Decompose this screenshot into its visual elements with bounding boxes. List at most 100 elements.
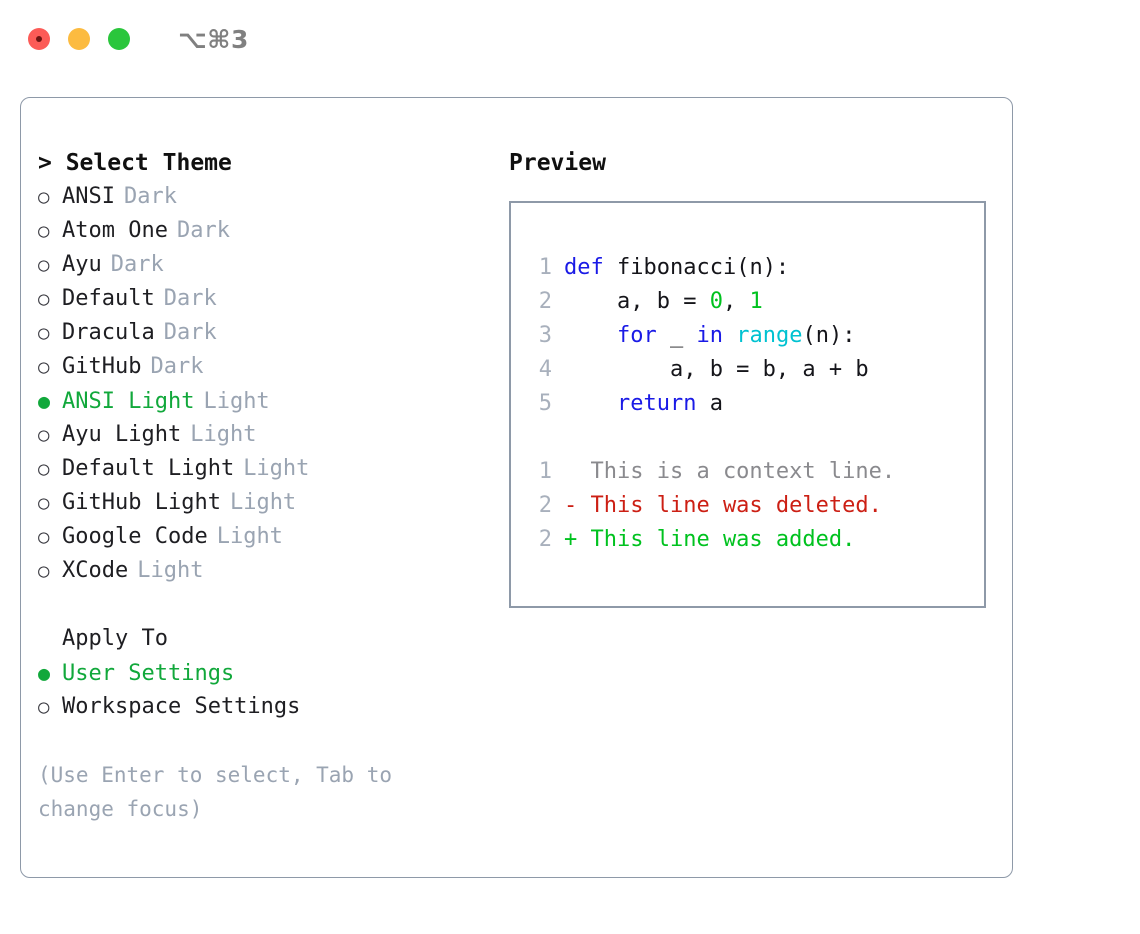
radio-unselected-icon[interactable]: ○ <box>38 254 50 276</box>
theme-option[interactable]: ○ Dracula Dark <box>38 316 488 350</box>
theme-option[interactable]: ○ XCode Light <box>38 554 488 588</box>
list-spacer <box>38 588 488 622</box>
apply-to-list[interactable]: ● User Settings ○Workspace Settings <box>38 656 488 724</box>
radio-unselected-icon[interactable]: ○ <box>38 288 50 310</box>
theme-option-tag: Dark <box>163 286 217 311</box>
diff-line-number: 2 <box>538 493 552 518</box>
code-line-number: 2 <box>538 289 552 314</box>
code-token <box>723 323 736 348</box>
radio-unselected-icon[interactable]: ○ <box>38 526 50 548</box>
radio-unselected-icon[interactable]: ○ <box>38 492 50 514</box>
code-line: 4 a, b = b, a + b <box>524 353 984 387</box>
code-line: 3 for _ in range(n): <box>524 319 984 353</box>
maximize-window-button[interactable] <box>108 28 130 50</box>
theme-option[interactable]: ○ Default Dark <box>38 282 488 316</box>
theme-option-label: ANSI Light <box>62 389 195 414</box>
code-token: a <box>696 391 723 416</box>
code-token: in <box>696 323 723 348</box>
radio-unselected-icon[interactable]: ○ <box>38 424 50 446</box>
theme-option-tag: Light <box>203 389 270 414</box>
theme-option-tag: Dark <box>110 252 164 277</box>
code-diff-gap <box>524 421 984 455</box>
theme-option-label: XCode <box>62 558 129 583</box>
theme-option-tag: Light <box>137 558 204 583</box>
theme-option-label: Google Code <box>62 524 208 549</box>
theme-option-label: ANSI <box>62 184 115 209</box>
preview-title: Preview <box>509 150 606 176</box>
minimize-window-button[interactable] <box>68 28 90 50</box>
code-line: 1 def fibonacci(n): <box>524 251 984 285</box>
theme-option-tag: Light <box>229 490 297 515</box>
theme-option[interactable]: ● ANSI Light Light <box>38 384 488 418</box>
theme-option-label: Default Light <box>62 456 235 481</box>
code-token: range <box>736 323 803 348</box>
code-token: return <box>616 391 697 416</box>
theme-option-tag: Light <box>243 456 310 481</box>
theme-option-label: Default <box>62 286 155 311</box>
radio-unselected-icon[interactable]: ○ <box>38 356 50 378</box>
theme-option-tag: Dark <box>150 354 204 379</box>
radio-unselected-icon[interactable]: ○ <box>38 458 50 480</box>
radio-unselected-icon[interactable]: ○ <box>38 322 50 344</box>
code-token: for <box>616 323 657 348</box>
apply-to-option[interactable]: ○Workspace Settings <box>38 690 488 724</box>
theme-option[interactable]: ○ Google Code Light <box>38 520 488 554</box>
code-token: def <box>564 255 604 280</box>
theme-option[interactable]: ○ Ayu Light Light <box>38 418 488 452</box>
radio-unselected-icon[interactable]: ○ <box>38 560 50 582</box>
theme-option-tag: Light <box>190 422 257 447</box>
keyboard-shortcut-label: ⌥⌘3 <box>178 24 249 54</box>
code-token: fibonacci(n): <box>603 255 790 280</box>
radio-selected-icon[interactable]: ● <box>38 389 51 413</box>
theme-option-label: GitHub <box>62 354 142 379</box>
code-token: a, b = <box>564 289 710 314</box>
theme-option[interactable]: ○ Ayu Dark <box>38 248 488 282</box>
theme-option-tag: Dark <box>163 320 217 345</box>
theme-option-label: Dracula <box>62 320 155 345</box>
code-line-number: 1 <box>538 255 552 280</box>
window-controls <box>28 28 130 50</box>
diff-line-text: - This line was deleted. <box>564 493 882 518</box>
diff-line: 1 This is a context line. <box>524 455 984 489</box>
diff-line-number: 2 <box>538 527 552 552</box>
code-line: 5 return a <box>524 387 984 421</box>
code-token: _ <box>656 323 697 348</box>
code-token <box>564 391 617 416</box>
diff-sample: 1 This is a context line. 2 - This line wa… <box>524 455 984 557</box>
radio-unselected-icon[interactable]: ○ <box>38 186 50 208</box>
theme-option-label: GitHub Light <box>62 490 221 515</box>
code-line-number: 3 <box>538 323 552 348</box>
theme-option-label: Ayu <box>62 252 102 277</box>
apply-to-option-label: User Settings <box>62 661 235 686</box>
code-token: 1 <box>749 289 763 314</box>
diff-line-number: 1 <box>538 459 552 484</box>
radio-selected-icon[interactable]: ● <box>38 661 51 685</box>
radio-unselected-icon[interactable]: ○ <box>38 696 50 718</box>
code-line: 2 a, b = 0, 1 <box>524 285 984 319</box>
theme-option[interactable]: ○ Default Light Light <box>38 452 488 486</box>
diff-line: 2 + This line was added. <box>524 523 984 557</box>
code-token: , <box>722 289 750 314</box>
code-token <box>564 323 617 348</box>
code-token: 0 <box>709 289 723 314</box>
theme-option-label: Ayu Light <box>62 422 182 447</box>
radio-unselected-icon[interactable]: ○ <box>38 220 50 242</box>
diff-line-text: This is a context line. <box>564 459 896 484</box>
code-token: (n): <box>802 323 856 348</box>
title-bar: ⌥⌘3 <box>0 0 1140 78</box>
theme-option[interactable]: ○ GitHub Dark <box>38 350 488 384</box>
theme-option-tag: Dark <box>176 218 230 243</box>
apply-to-option[interactable]: ● User Settings <box>38 656 488 690</box>
theme-option[interactable]: ○ GitHub Light Light <box>38 486 488 520</box>
theme-option-tag: Light <box>216 524 283 549</box>
close-window-button[interactable] <box>28 28 50 50</box>
diff-line-text: + This line was added. <box>564 527 856 552</box>
code-token: a, b = b, a + b <box>564 357 869 382</box>
code-line-number: 4 <box>538 357 552 382</box>
